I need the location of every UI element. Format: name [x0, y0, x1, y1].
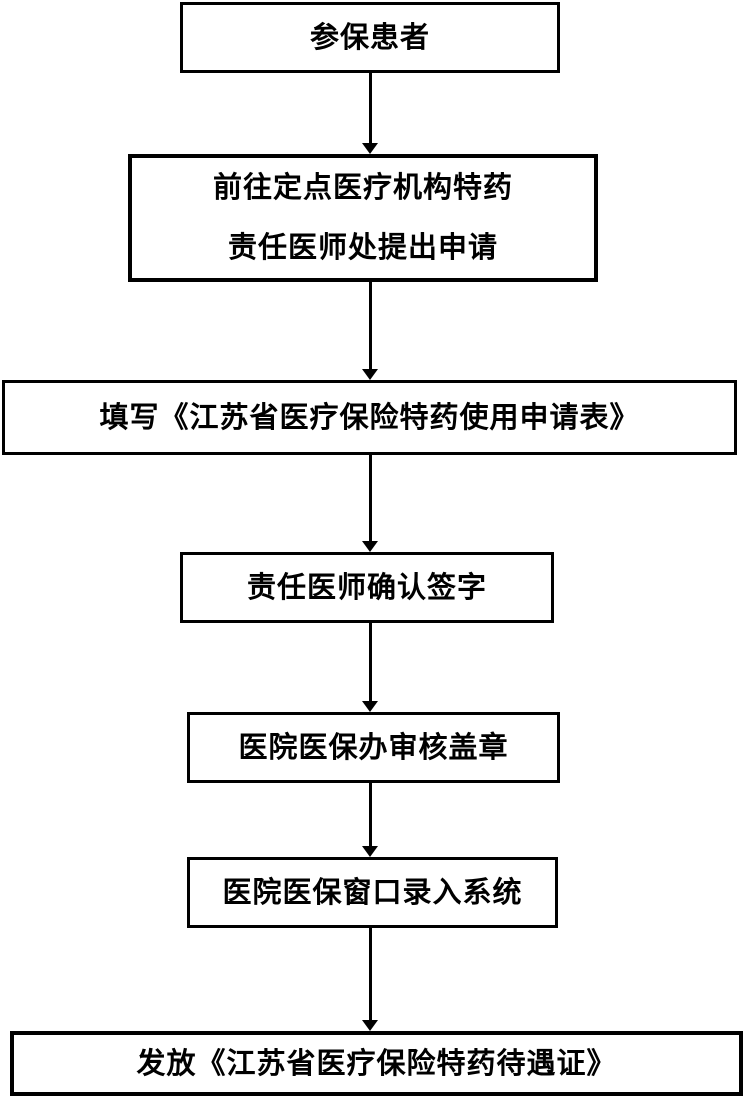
arrow-4-line [369, 623, 372, 703]
arrow-1-head-icon [362, 143, 378, 154]
arrow-2-line [369, 282, 372, 371]
flow-node-fill-form-label: 填写《江苏省医疗保险特药使用申请表》 [99, 401, 640, 434]
flow-node-system-entry-label: 医院医保窗口录入系统 [222, 876, 523, 909]
arrow-6-head-icon [362, 1020, 378, 1031]
flow-node-patient: 参保患者 [180, 2, 560, 73]
flow-node-doctor-sign: 责任医师确认签字 [180, 552, 554, 623]
flow-node-issue-certificate-label: 发放《江苏省医疗保险特药待遇证》 [136, 1047, 617, 1080]
flow-node-hospital-review-label: 医院医保办审核盖章 [238, 731, 509, 764]
arrow-3-head-icon [362, 541, 378, 552]
flow-node-patient-label: 参保患者 [309, 21, 430, 54]
arrow-4-head-icon [362, 701, 378, 712]
flow-node-apply-line-2: 责任医师处提出申请 [227, 232, 498, 264]
flow-node-doctor-sign-label: 责任医师确认签字 [246, 571, 487, 604]
flow-node-fill-form: 填写《江苏省医疗保险特药使用申请表》 [2, 380, 737, 455]
flow-node-system-entry: 医院医保窗口录入系统 [187, 857, 558, 928]
flow-node-apply-at-doctor: 前往定点医疗机构特药 责任医师处提出申请 [128, 154, 598, 282]
arrow-3-line [369, 455, 372, 543]
arrow-1-line [369, 73, 372, 145]
arrow-5-head-icon [362, 846, 378, 857]
flow-node-hospital-review: 医院医保办审核盖章 [187, 712, 560, 783]
flow-node-issue-certificate: 发放《江苏省医疗保险特药待遇证》 [10, 1031, 743, 1096]
arrow-5-line [369, 783, 372, 848]
arrow-6-line [369, 928, 372, 1022]
arrow-2-head-icon [362, 369, 378, 380]
flow-node-apply-line-1: 前往定点医疗机构特药 [212, 172, 513, 204]
